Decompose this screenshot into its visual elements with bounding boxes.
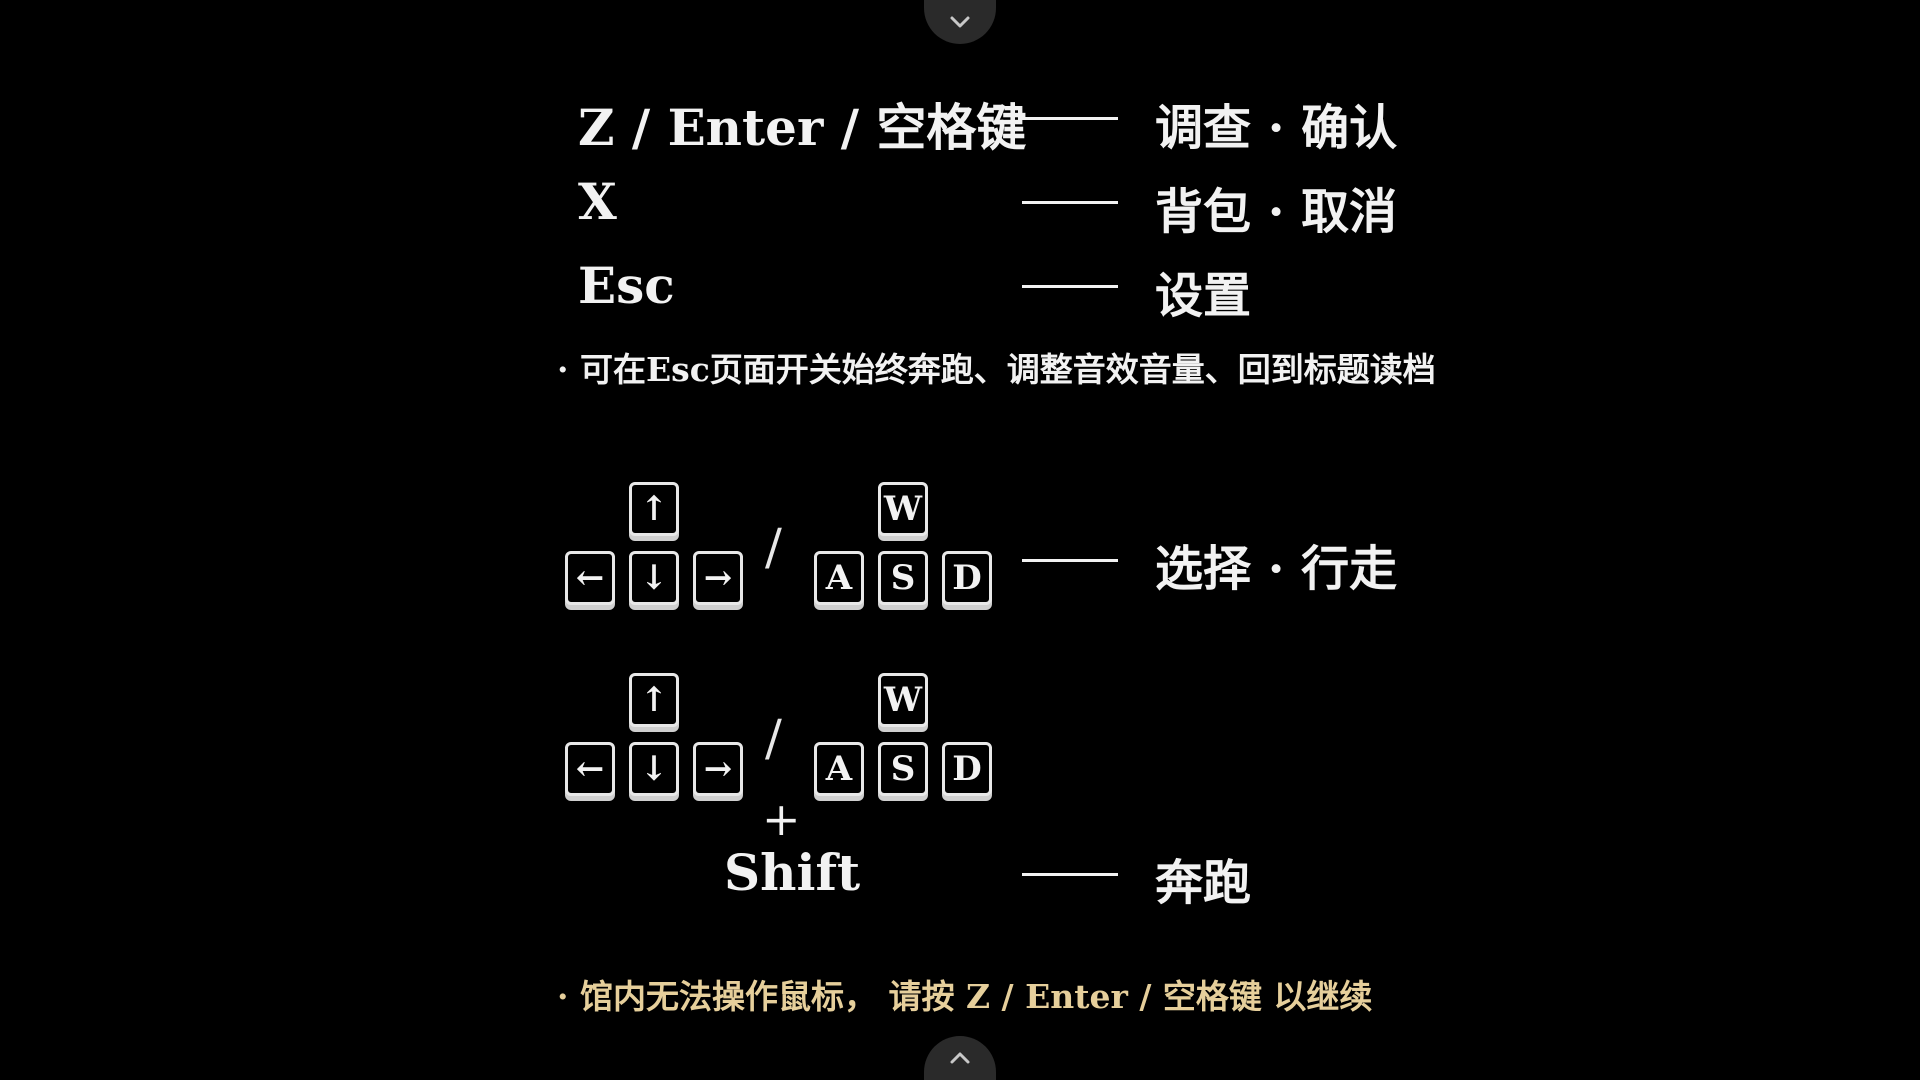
key-arrow-right: → xyxy=(693,551,743,605)
key-arrow-up: ↑ xyxy=(629,482,679,536)
settings-dash xyxy=(1022,285,1118,288)
move-separator: / xyxy=(765,518,782,576)
key-arrow-right: → xyxy=(693,742,743,796)
run-separator: / xyxy=(765,709,782,767)
cancel-dash xyxy=(1022,201,1118,204)
run-action: 奔跑 xyxy=(1155,855,1252,911)
key-s: S xyxy=(878,742,928,796)
key-s: S xyxy=(878,551,928,605)
confirm-keys: Z / Enter / 空格键 xyxy=(578,98,1027,157)
settings-keys: Esc xyxy=(578,256,675,315)
key-arrow-down: ↓ xyxy=(629,551,679,605)
confirm-action: 调查 · 确认 xyxy=(1155,100,1398,156)
key-w: W xyxy=(878,673,928,727)
chevron-down-icon xyxy=(950,16,970,28)
key-arrow-up: ↑ xyxy=(629,673,679,727)
esc-note: · 可在Esc页面开关始终奔跑、调整音效音量、回到标题读档 xyxy=(557,350,1436,389)
plus-sign: + xyxy=(762,792,801,846)
scroll-down-button[interactable] xyxy=(924,1036,996,1080)
key-arrow-left: ← xyxy=(565,551,615,605)
move-action: 选择 · 行走 xyxy=(1155,541,1398,597)
chevron-up-icon xyxy=(950,1052,970,1064)
confirm-dash xyxy=(1022,117,1118,120)
footer-note: · 馆内无法操作鼠标， 请按 Z / Enter / 空格键 以继续 xyxy=(557,977,1373,1016)
key-d: D xyxy=(942,551,992,605)
scroll-up-button[interactable] xyxy=(924,0,996,44)
cancel-keys: X xyxy=(578,172,617,231)
cancel-action: 背包 · 取消 xyxy=(1155,184,1398,240)
settings-action: 设置 xyxy=(1155,268,1252,324)
run-dash xyxy=(1022,873,1118,876)
key-arrow-left: ← xyxy=(565,742,615,796)
key-arrow-down: ↓ xyxy=(629,742,679,796)
shift-key-label: Shift xyxy=(724,843,861,902)
key-a: A xyxy=(814,742,864,796)
move-dash xyxy=(1022,559,1118,562)
key-a: A xyxy=(814,551,864,605)
key-d: D xyxy=(942,742,992,796)
key-w: W xyxy=(878,482,928,536)
